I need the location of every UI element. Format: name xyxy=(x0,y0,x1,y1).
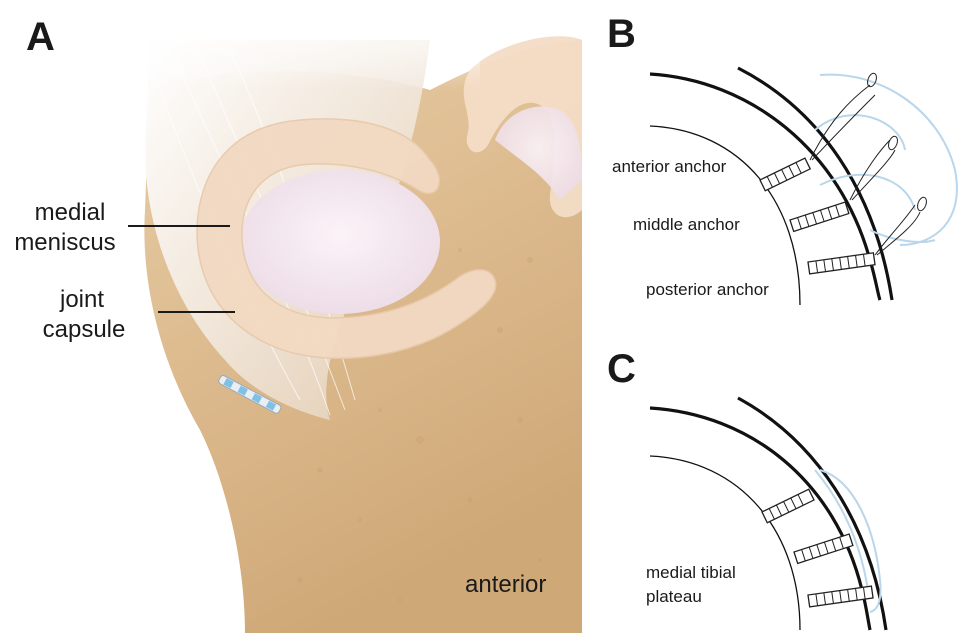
medial-cartilage xyxy=(240,170,440,314)
suture-b xyxy=(815,75,957,245)
panel-a-illustration xyxy=(140,0,582,633)
top-fade xyxy=(140,0,480,90)
anchor-screw-c3 xyxy=(808,586,873,607)
anchor-screw-c2 xyxy=(794,534,853,563)
panel-c-letter: C xyxy=(607,347,636,391)
joint-capsule-label-line1: joint xyxy=(59,286,104,313)
suture-loops-b xyxy=(810,72,928,255)
medial-tibial-plateau-label-line2: plateau xyxy=(646,587,702,606)
medial-tibial-plateau-label-line1: medial tibial xyxy=(646,563,736,582)
medial-meniscus-label-line2: meniscus xyxy=(14,229,115,256)
panel-b-schematic xyxy=(650,68,957,305)
anterior-anchor-label: anterior anchor xyxy=(612,157,727,176)
anchor-screw-c1 xyxy=(762,489,814,523)
joint-capsule-label-line2: capsule xyxy=(43,316,126,343)
anterior-orientation-label: anterior xyxy=(465,571,546,598)
anterior-anchor-screw xyxy=(760,158,810,191)
middle-anchor-screw xyxy=(790,202,849,231)
panel-a-letter: A xyxy=(26,15,55,59)
middle-anchor-label: middle anchor xyxy=(633,215,740,234)
posterior-anchor-label: posterior anchor xyxy=(646,280,769,299)
medial-meniscus-label-line1: medial xyxy=(35,199,106,226)
panel-b-letter: B xyxy=(607,12,636,56)
posterior-anchor-screw xyxy=(808,253,875,274)
